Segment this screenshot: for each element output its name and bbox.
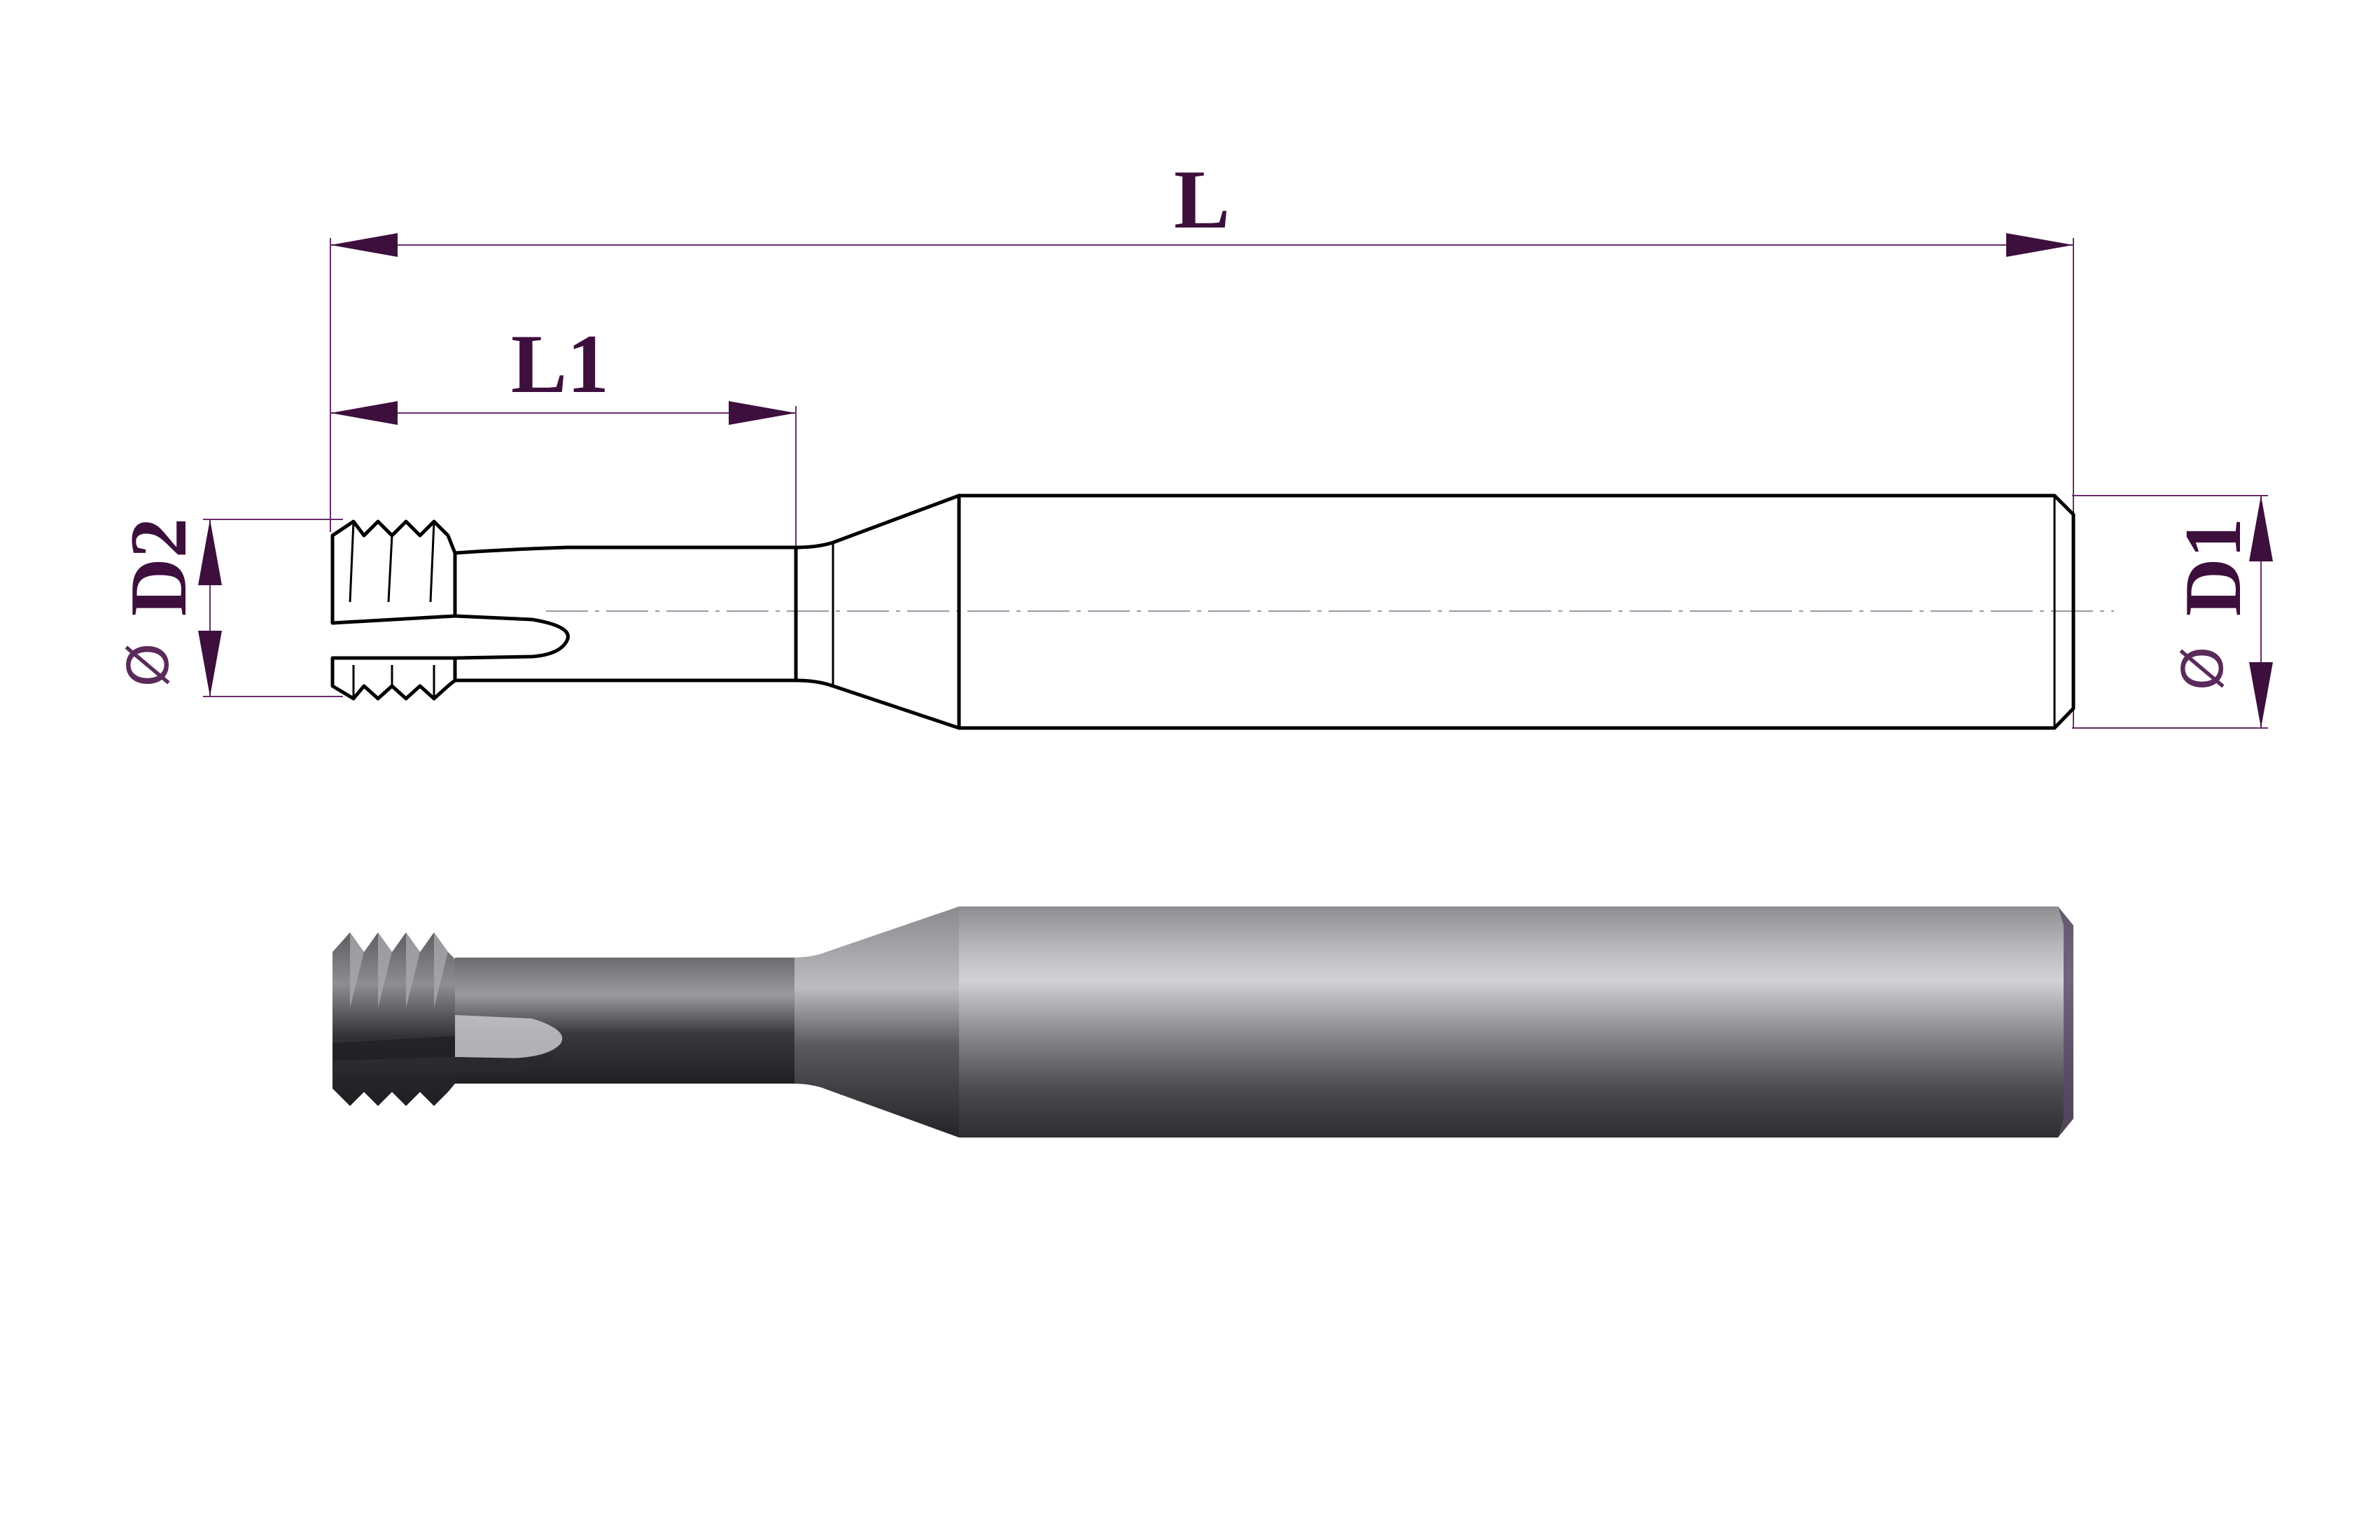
cutting-length-dimension: L1 bbox=[330, 317, 797, 546]
cutting-length-label: L1 bbox=[511, 317, 609, 410]
shank-diameter-symbol: Ø bbox=[2171, 647, 2236, 691]
overall-length-label: L bbox=[1174, 153, 1230, 246]
thread-head-render bbox=[332, 932, 455, 1106]
shank-render bbox=[959, 906, 2073, 1138]
technical-drawing: L L1 D2 Ø bbox=[114, 153, 2273, 730]
cutting-diameter-label: D2 bbox=[114, 518, 203, 617]
tool-outline bbox=[330, 493, 2076, 730]
shank-diameter-dimension: D1 Ø bbox=[2072, 495, 2273, 729]
shank-diameter-label: D1 bbox=[2169, 518, 2258, 617]
overall-length-dimension: L bbox=[330, 153, 2074, 728]
cutting-diameter-symbol: Ø bbox=[116, 643, 181, 687]
tool-render bbox=[332, 906, 2073, 1138]
cone-render bbox=[791, 906, 959, 1138]
cutting-diameter-dimension: D2 Ø bbox=[114, 518, 343, 697]
